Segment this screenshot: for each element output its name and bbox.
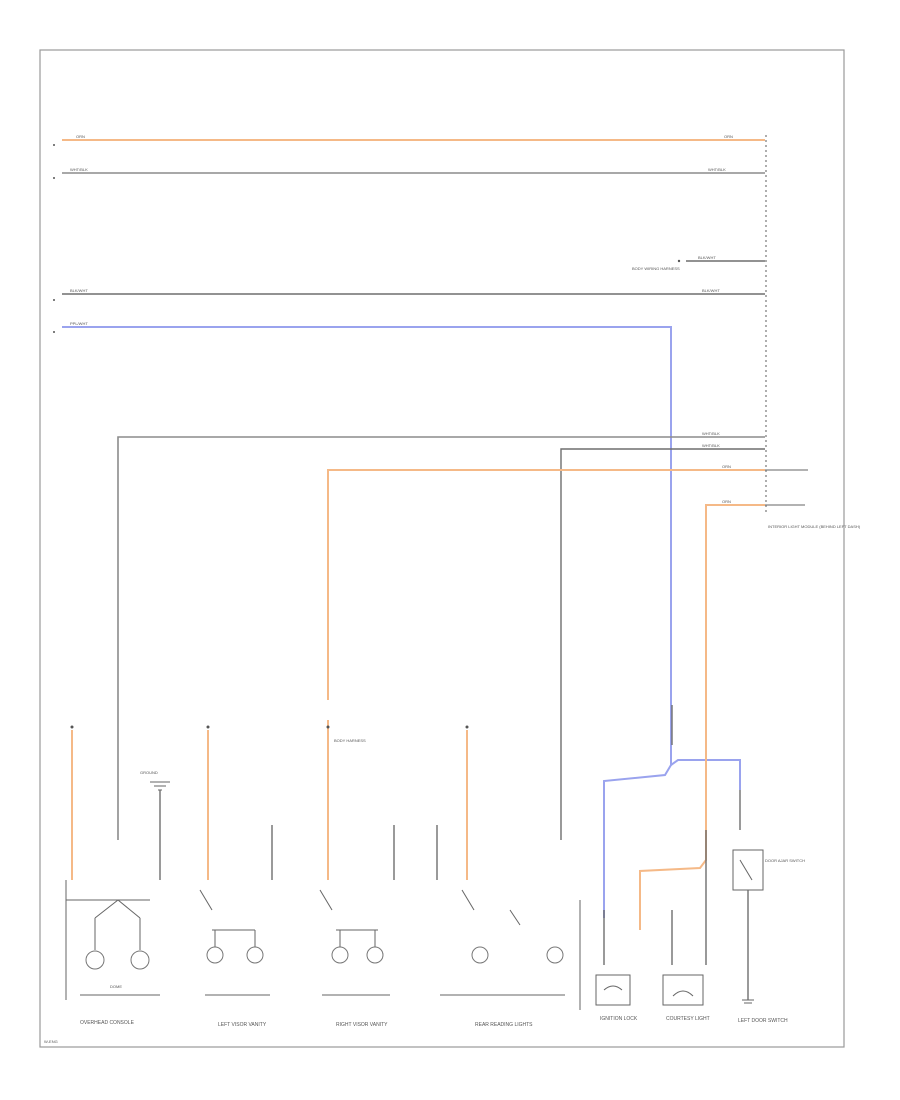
wire-gray-5: WHT/BLK (117, 431, 765, 840)
bulb-icon (471, 946, 489, 964)
wire-label-right: WHT/BLK (708, 167, 726, 172)
bulb-icon (366, 946, 384, 964)
diagram-frame (39, 49, 845, 1048)
overhead-console: DOME OVERHEAD CONSOLE (65, 880, 160, 1026)
mid-note: BODY WIRING HARNESS (632, 266, 680, 271)
bulb-icon (546, 946, 564, 964)
wire-dark-6: WHT/BLK (560, 443, 765, 840)
right-visor-vanity: RIGHT VISOR VANITY (319, 889, 390, 1028)
wire-orange-7: ORN (327, 464, 808, 700)
bulb-icon (246, 946, 264, 964)
component-label: REAR READING LIGHTS (475, 1022, 533, 1028)
wire-label: BLK/WHT (698, 255, 716, 260)
component-label: RIGHT VISOR VANITY (336, 1022, 388, 1028)
bulb-icon (85, 950, 105, 970)
wire-label-right: BLK/WHT (702, 288, 720, 293)
wire-label: BLK/WHT (70, 288, 88, 293)
component-label: COURTESY LIGHT (666, 1016, 710, 1022)
connector-stubs (271, 705, 741, 965)
wire-label-right: ORN (724, 134, 733, 139)
bulb-icon (130, 950, 150, 970)
wire-label: WHT/BLK (702, 431, 720, 436)
component-label: LEFT DOOR SWITCH (738, 1018, 788, 1024)
component-label: OVERHEAD CONSOLE (80, 1020, 135, 1026)
left-terminals (53, 144, 55, 333)
wire-gray-3: BLK/WHT BLK/WHT (62, 288, 765, 295)
footer-code: W-ENG (44, 1039, 58, 1044)
bulb-icon (206, 946, 224, 964)
switch-note: DOOR AJAR SWITCH (765, 858, 805, 863)
harness-note: BODY HARNESS (334, 738, 366, 743)
wire-blue: PPL/WHT (62, 321, 741, 918)
component-label: IGNITION LOCK (600, 1016, 638, 1022)
wire-label: ORN (76, 134, 85, 139)
wire-gray-2: WHT/BLK WHT/BLK (62, 167, 765, 174)
component-sub: DOME (110, 984, 122, 989)
left-door-switch: DOOR AJAR SWITCH LEFT DOOR SWITCH (732, 849, 805, 1024)
wire-label: WHT/BLK (70, 167, 88, 172)
wire-label: ORN (722, 464, 731, 469)
wire-label: WHT/BLK (702, 443, 720, 448)
wire-orange-top: ORN ORN (62, 134, 765, 141)
courtesy-light: COURTESY LIGHT (662, 974, 710, 1022)
ground-symbol: GROUND (140, 770, 170, 880)
component-label: LEFT VISOR VANITY (218, 1022, 267, 1028)
orange-feeders: BODY HARNESS (70, 720, 469, 880)
rear-reading-lights: REAR READING LIGHTS (440, 889, 581, 1028)
ground-note: GROUND (140, 770, 158, 775)
left-visor-vanity: LEFT VISOR VANITY (199, 889, 270, 1028)
ignition-lock: IGNITION LOCK (595, 974, 638, 1022)
bottom-note: INTERIOR LIGHT MODULE (BEHIND LEFT DASH) (768, 524, 861, 529)
wire-short-module: BLK/WHT BODY WIRING HARNESS (632, 255, 765, 271)
wire-label: PPL/WHT (70, 321, 88, 326)
wire-label: ORN (722, 499, 731, 504)
bulb-icon (331, 946, 349, 964)
wire-orange-8: ORN INTERIOR LIGHT MODULE (BEHIND LEFT D… (639, 499, 861, 930)
